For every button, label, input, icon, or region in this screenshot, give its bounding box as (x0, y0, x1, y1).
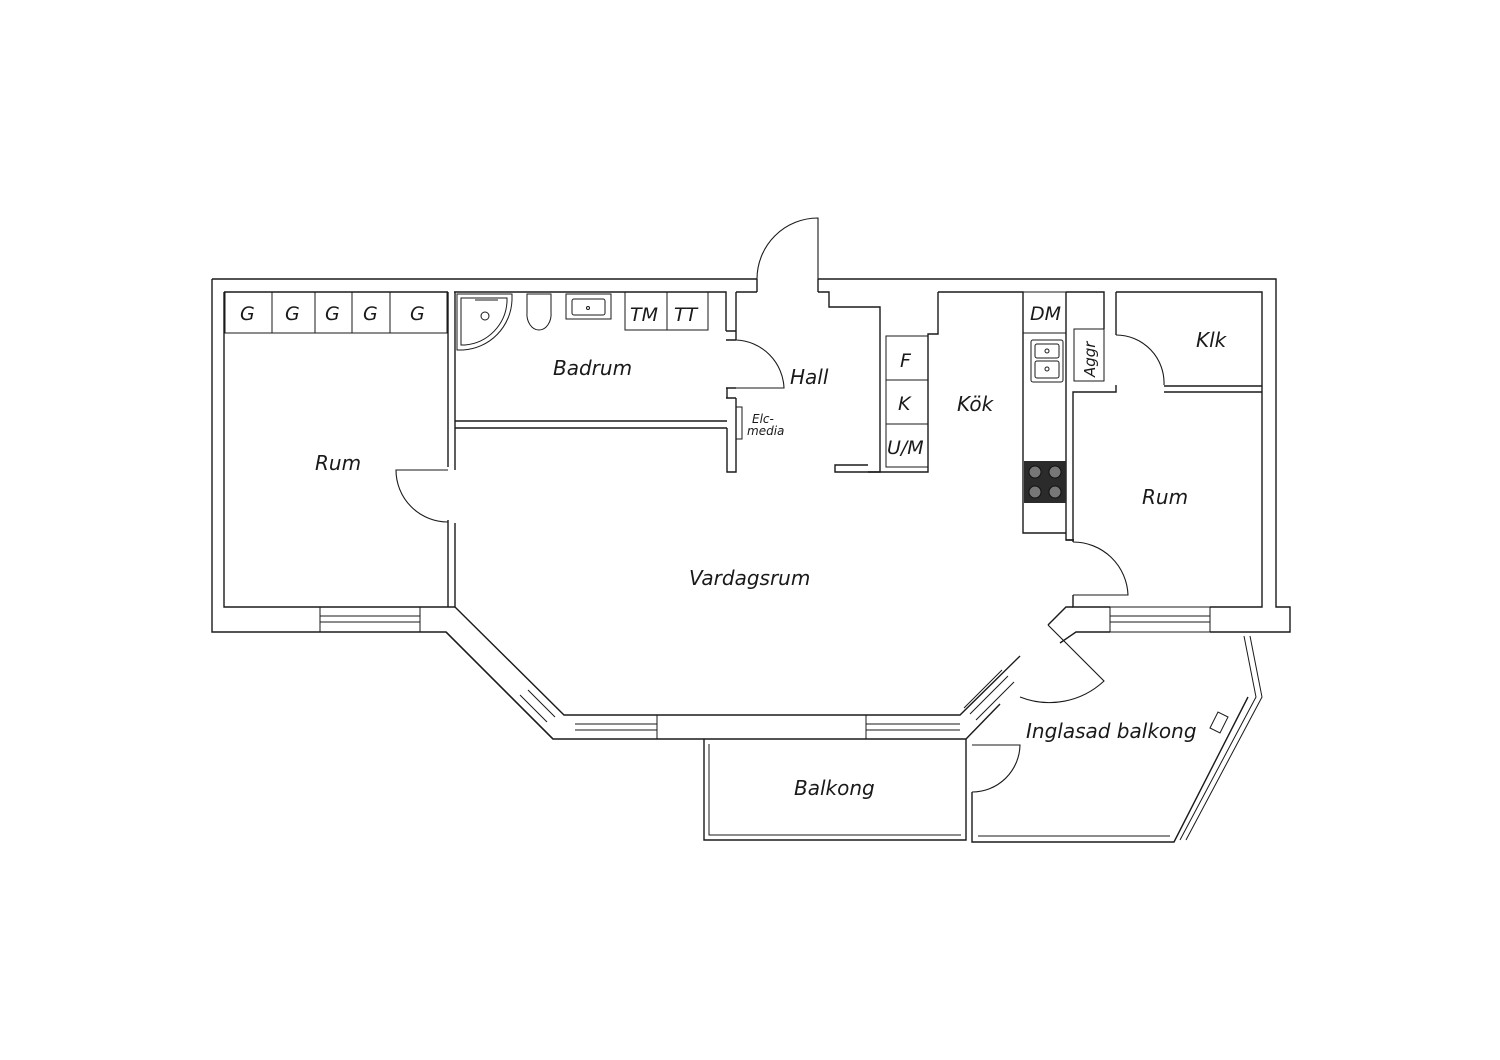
room-label-vardagsrum: Vardagsrum (689, 566, 810, 590)
aggr-label: Aggr (1081, 341, 1099, 378)
bathroom-fixtures: TM TT (456, 291, 709, 351)
outer-walls (211, 278, 1291, 740)
wardrobe-label: G (410, 303, 425, 325)
room-label-inglasad-balkong: Inglasad balkong (1026, 719, 1197, 743)
wardrobe-label: G (325, 303, 340, 325)
freezer-label: K (898, 393, 912, 415)
room-label-kok: Kök (957, 392, 995, 416)
dryer-label: TT (674, 304, 699, 326)
fridge-label: F (900, 350, 912, 372)
wardrobe-label: G (363, 303, 378, 325)
room-labels: Rum Badrum Hall Kök Klk Rum Vardagsrum B… (315, 328, 1228, 800)
room-label-balkong: Balkong (794, 776, 875, 800)
wardrobe-label: G (285, 303, 300, 325)
kitchen-sink-icon (1030, 339, 1064, 383)
kitchen-cabinets: F K U/M (885, 335, 929, 468)
kitchen-counter: DM (1022, 291, 1067, 534)
doors (395, 217, 1165, 793)
shower-icon (456, 293, 513, 351)
room-label-hall: Hall (790, 365, 829, 389)
balconies (703, 696, 1249, 843)
room-label-rum-right: Rum (1142, 485, 1188, 509)
toilet-icon (526, 293, 552, 331)
room-label-klk: Klk (1196, 328, 1228, 352)
room-label-badrum: Badrum (553, 356, 632, 380)
oven-microwave-label: U/M (887, 437, 924, 459)
room-label-rum-left: Rum (315, 451, 361, 475)
sink-icon (565, 293, 612, 320)
wardrobe-label: G (240, 303, 255, 325)
electric-media-box: Elc- media (735, 406, 784, 440)
wardrobe-row: G G G G G (224, 291, 448, 334)
elc-media-label: media (747, 424, 784, 438)
elc-media-label: Elc- (752, 412, 774, 426)
aggregate-unit: Aggr (1073, 328, 1105, 382)
washing-machine-label: TM (630, 304, 658, 326)
stove-icon (1024, 461, 1066, 503)
windows (319, 606, 1263, 841)
dishwasher-label: DM (1030, 303, 1061, 325)
